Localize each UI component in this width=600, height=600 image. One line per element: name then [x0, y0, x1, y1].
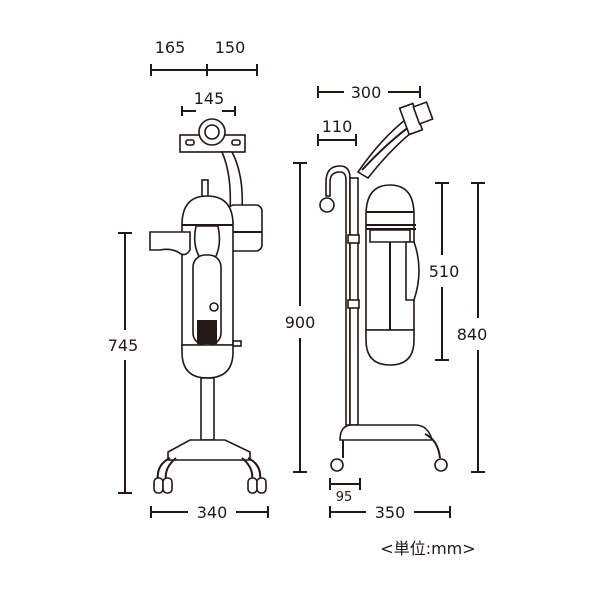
unit-label: <単位:mm>	[380, 539, 475, 558]
dim-label-hose-reach: 300	[351, 83, 382, 102]
stand-base	[167, 439, 251, 461]
hose	[356, 118, 414, 180]
caster	[434, 458, 448, 472]
caster	[256, 477, 267, 494]
stand-pole	[200, 377, 215, 441]
dim-label-front-top-left: 165	[155, 38, 186, 57]
dim-label-base-depth: 350	[375, 503, 406, 522]
dim-label-body-height: 840	[457, 325, 488, 344]
hook-ball	[319, 197, 335, 213]
dim-label-tank-height: 510	[429, 262, 460, 281]
tank-bottom	[181, 344, 234, 379]
dim-label-front-base-width: 340	[197, 503, 228, 522]
dim-label-bracket-width: 145	[194, 89, 225, 108]
dim-label-hook-offset: 110	[322, 117, 353, 136]
hook-pole	[325, 165, 351, 426]
side-arm	[149, 231, 191, 256]
caster	[247, 477, 258, 494]
caster	[330, 458, 344, 472]
dim-label-total-height: 900	[285, 313, 316, 332]
dim-label-wheel-offset: 95	[336, 490, 353, 505]
dim-label-front-top-right: 150	[215, 38, 246, 57]
side-base	[339, 424, 434, 441]
dimension-lines	[118, 64, 485, 518]
side-view-unit	[319, 101, 448, 472]
caster	[162, 477, 173, 494]
dim-label-front-height: 745	[108, 336, 139, 355]
front-view-unit	[149, 118, 267, 494]
caster	[153, 477, 164, 494]
